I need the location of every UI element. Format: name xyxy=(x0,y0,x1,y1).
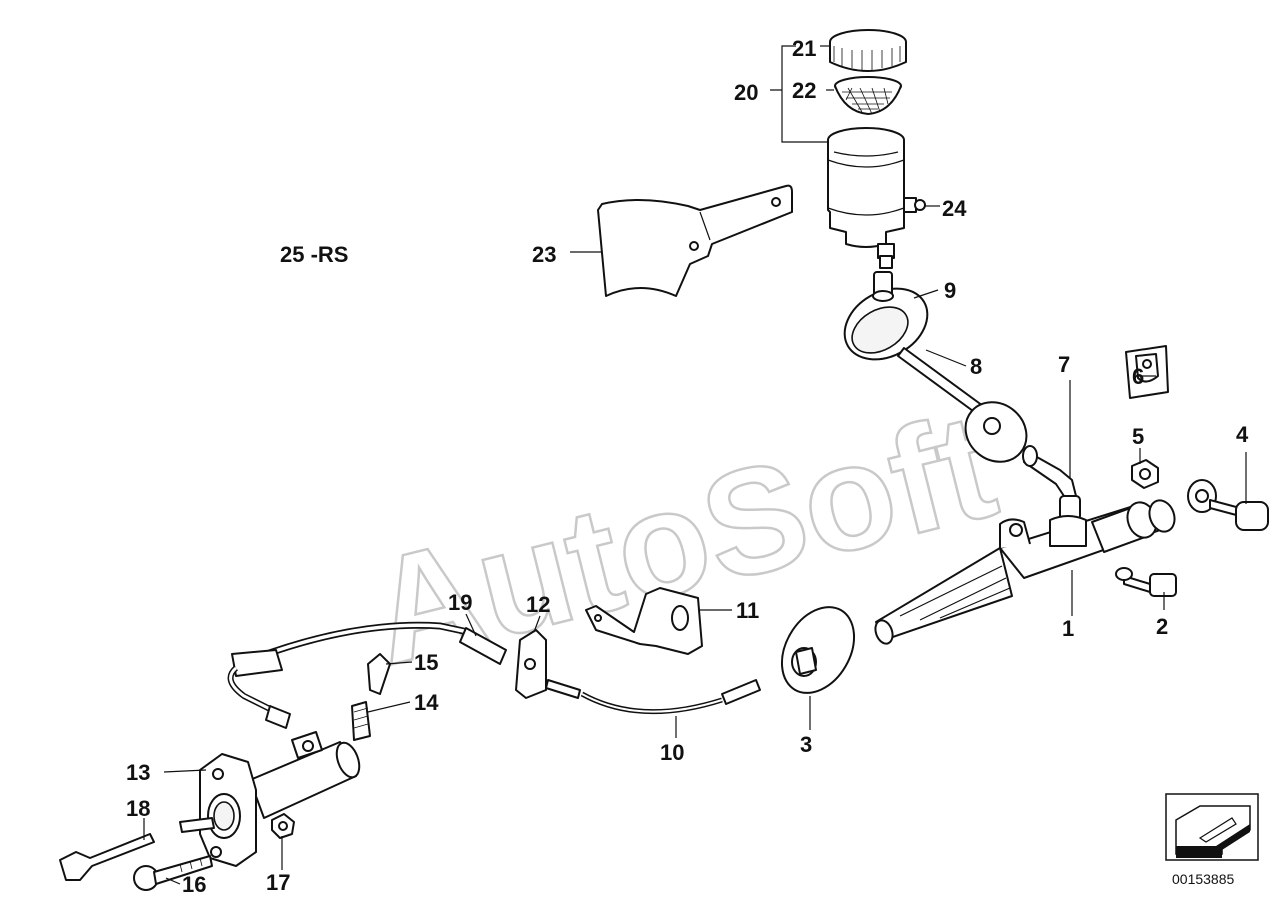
callout-23: 23 xyxy=(532,242,556,267)
part-grommet[interactable] xyxy=(767,594,868,706)
callout-18: 18 xyxy=(126,796,150,821)
callout-24: 24 xyxy=(942,196,967,221)
callout-3: 3 xyxy=(800,732,812,757)
callout-17: 17 xyxy=(266,870,290,895)
callout-13: 13 xyxy=(126,760,150,785)
part-reservoir-bracket[interactable] xyxy=(597,184,793,297)
part-bleed-valve[interactable] xyxy=(351,701,371,741)
part-clutch-pipe[interactable] xyxy=(227,621,507,729)
leader-lines xyxy=(143,45,1247,885)
callout-11: 11 xyxy=(736,598,759,623)
part-boot-seal[interactable] xyxy=(832,271,940,374)
part-push-rod[interactable] xyxy=(897,347,1039,474)
part-reservoir-cap[interactable] xyxy=(829,29,907,72)
callout-21: 21 xyxy=(792,36,816,61)
callout-6: 6 xyxy=(1132,364,1144,389)
part-bleed-cap[interactable] xyxy=(367,653,391,695)
part-bolt-16[interactable] xyxy=(133,855,213,891)
callout-7: 7 xyxy=(1058,352,1070,377)
part-nut-5[interactable] xyxy=(1131,459,1159,489)
callout-20: 20 xyxy=(734,80,758,105)
part-master-cylinder[interactable] xyxy=(872,479,1217,646)
callout-15: 15 xyxy=(414,650,438,675)
callout-9: 9 xyxy=(944,278,956,303)
reference-box: 00153885 xyxy=(1165,793,1259,887)
callout-12: 12 xyxy=(526,592,550,617)
callouts: 1 2 3 4 5 6 7 8 9 10 11 12 13 14 15 16 1… xyxy=(126,36,1249,897)
callout-1: 1 xyxy=(1062,616,1074,641)
callout-2: 2 xyxy=(1156,614,1168,639)
part-bolt-4[interactable] xyxy=(1209,499,1269,531)
part-slave-push-rod[interactable] xyxy=(59,817,215,881)
part-slave-cylinder[interactable] xyxy=(199,731,364,867)
part-fluid-reservoir[interactable] xyxy=(827,127,926,269)
part-clip-nut[interactable] xyxy=(1125,345,1169,399)
part-filter-strainer[interactable] xyxy=(834,76,902,115)
callout-16: 16 xyxy=(182,872,206,897)
part-bolt-2[interactable] xyxy=(1115,567,1177,597)
callout-19: 19 xyxy=(448,590,472,615)
reference-number: 00153885 xyxy=(1172,871,1235,887)
callout-8: 8 xyxy=(970,354,982,379)
callout-14: 14 xyxy=(414,690,439,715)
bracket-line-20 xyxy=(770,45,828,143)
part-hose-bracket[interactable] xyxy=(515,629,547,699)
part-clevis[interactable] xyxy=(1022,445,1081,521)
arrow-fill-icon xyxy=(1176,824,1250,858)
callout-4: 4 xyxy=(1236,422,1249,447)
callout-10: 10 xyxy=(660,740,684,765)
variant-label: 25 -RS xyxy=(280,242,348,267)
callout-22: 22 xyxy=(792,78,816,103)
part-nut-17[interactable] xyxy=(271,813,295,839)
callout-5: 5 xyxy=(1132,424,1144,449)
part-clutch-hose[interactable] xyxy=(545,679,761,715)
part-pipe-bracket[interactable] xyxy=(585,587,703,655)
